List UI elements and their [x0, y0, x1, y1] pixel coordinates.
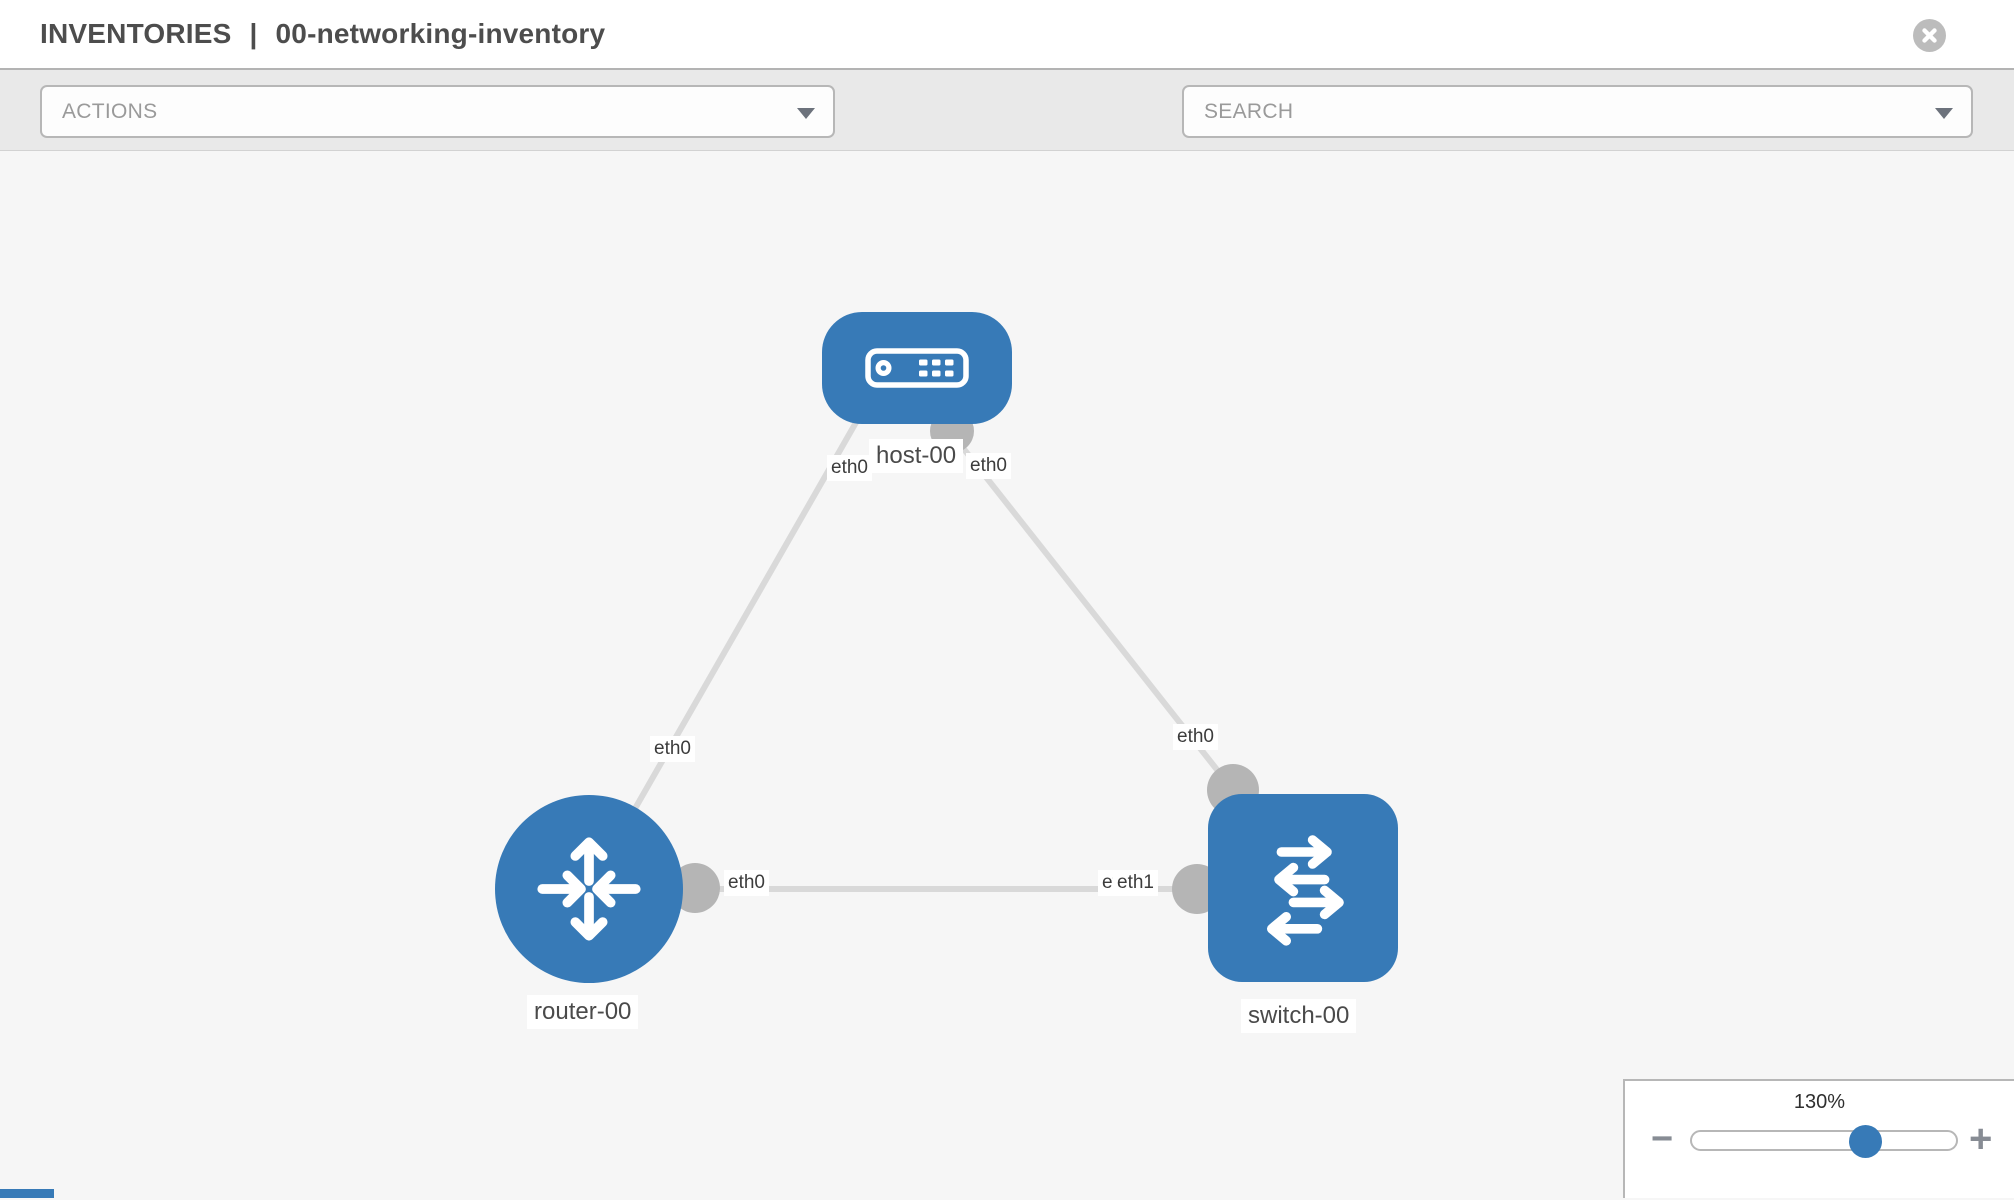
node-router-00[interactable] [495, 795, 683, 983]
close-button[interactable] [1913, 19, 1946, 52]
actions-dropdown[interactable]: ACTIONS [40, 85, 835, 138]
chevron-down-icon [797, 107, 815, 119]
header: INVENTORIES | 00-networking-inventory [0, 0, 2014, 70]
zoom-panel: 130% − + [1623, 1079, 2014, 1198]
page-title-section: INVENTORIES [40, 18, 232, 49]
search-dropdown[interactable]: SEARCH [1182, 85, 1973, 138]
page-title: INVENTORIES | 00-networking-inventory [40, 18, 605, 50]
iface-label-router-uplink: eth0 [650, 736, 695, 762]
node-host-00[interactable] [822, 312, 1012, 424]
bottom-left-accent [0, 1189, 54, 1198]
zoom-slider-thumb[interactable] [1849, 1125, 1882, 1158]
search-dropdown-label: SEARCH [1204, 99, 1294, 123]
inventory-name: 00-networking-inventory [275, 18, 606, 49]
node-label-router: router-00 [527, 995, 639, 1029]
iface-label-host-right: eth0 [966, 453, 1011, 479]
close-icon [1922, 28, 1937, 43]
zoom-in-button[interactable]: + [1969, 1117, 1993, 1161]
iface-label-mid-right: eth1 [1113, 870, 1158, 896]
iface-label-switch-uplink: eth0 [1173, 724, 1218, 750]
iface-label-host-left: eth0 [827, 455, 872, 481]
interface-dot-router-eth0 [670, 863, 720, 913]
actions-dropdown-label: ACTIONS [62, 99, 158, 123]
topology-canvas[interactable]: host-00 eth0 eth0 eth0 eth0 eth0 eth1 et… [0, 151, 2014, 1198]
page-title-separator: | [249, 18, 258, 49]
router-icon [537, 837, 641, 941]
node-label-switch: switch-00 [1241, 999, 1357, 1033]
node-label-host: host-00 [869, 439, 964, 473]
zoom-level: 130% [1793, 1091, 1846, 1113]
zoom-slider-track[interactable] [1690, 1125, 1958, 1158]
zoom-out-button[interactable]: − [1651, 1118, 1674, 1160]
node-switch-00[interactable] [1208, 794, 1398, 982]
links-layer [586, 375, 1303, 914]
chevron-down-icon [1935, 107, 1953, 119]
iface-label-mid-left: eth0 [724, 870, 769, 896]
switch-icon [1267, 835, 1344, 946]
toolbar: ACTIONS SEARCH [0, 70, 2014, 203]
host-icon [865, 348, 969, 388]
